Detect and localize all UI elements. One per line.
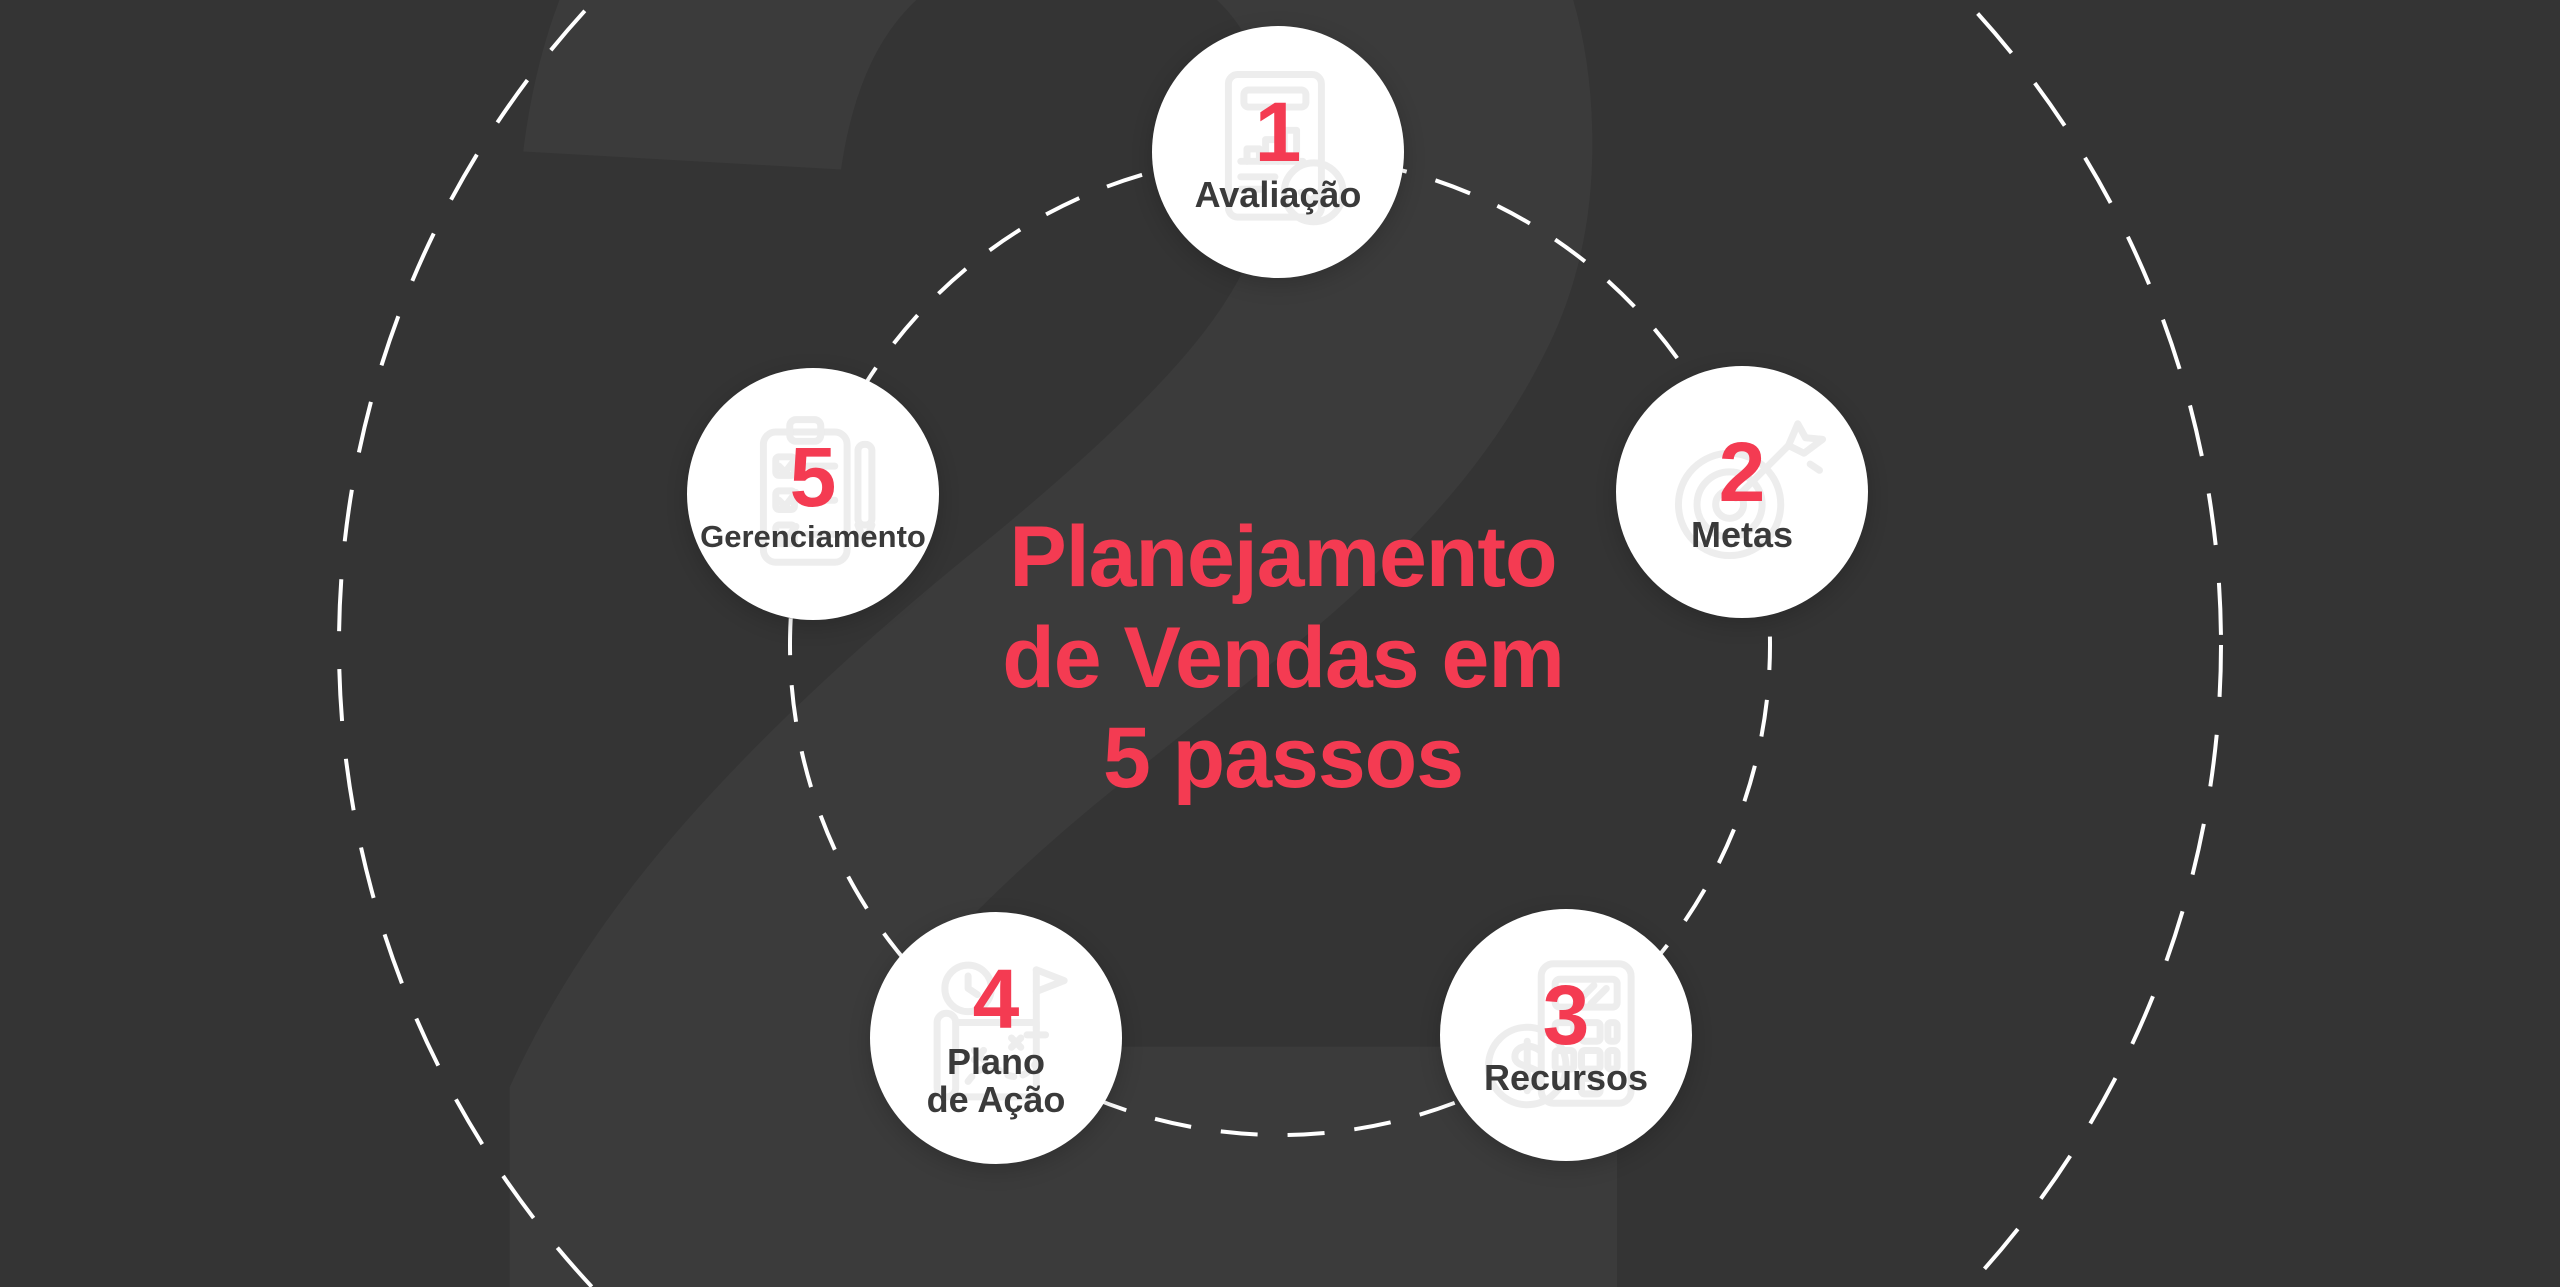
step-number: 4: [972, 951, 1020, 1046]
step-label: Recursos: [1483, 1056, 1649, 1098]
step-node-gerenciamento: 5 Gerenciamento: [687, 368, 939, 620]
outer-dashed-ring: [337, 0, 2223, 1287]
step-label: Avaliação: [1194, 173, 1362, 215]
step-node-recursos: 3 Recursos: [1440, 909, 1692, 1161]
step-node-avaliacao: 1 Avaliação: [1152, 26, 1404, 278]
title-line-2: de Vendas em: [1002, 609, 1565, 706]
step-number: 3: [1542, 967, 1590, 1062]
title-line-3: 5 passos: [1102, 710, 1464, 807]
step-label-line-2: de Ação: [926, 1079, 1066, 1120]
step-label-line-1: Plano: [946, 1040, 1045, 1082]
step-label: Metas: [1690, 513, 1794, 555]
step-number: 2: [1718, 424, 1766, 519]
step-number: 1: [1254, 84, 1302, 179]
step-label: Gerenciamento: [700, 518, 926, 554]
step-number: 5: [789, 429, 837, 524]
page-title: Planejamento de Vendas em 5 passos: [1002, 507, 1565, 809]
step-label: Plano de Ação: [926, 1040, 1066, 1120]
title-line-1: Planejamento: [1009, 509, 1557, 606]
inner-dashed-ring: [788, 153, 1772, 1137]
step-node-plano-de-acao: 4 Plano de Ação: [870, 912, 1122, 1164]
step-node-metas: 2 Metas: [1616, 366, 1868, 618]
